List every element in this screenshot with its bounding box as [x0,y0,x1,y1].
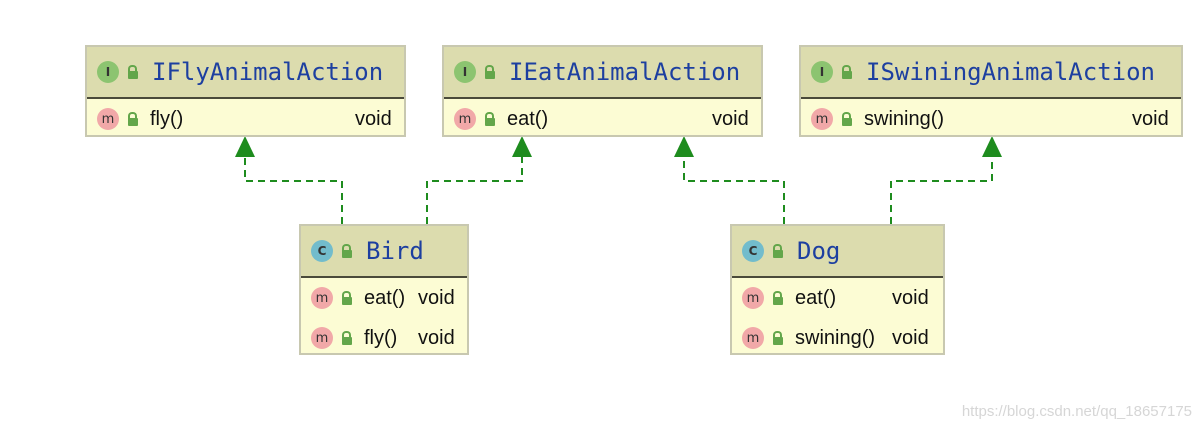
class-icon: C [311,240,333,262]
method-name: fly() [150,107,184,130]
bird-ieat-link [426,156,523,224]
interface-icon: I [454,61,476,83]
interface-icon: I [811,61,833,83]
public-lock-icon [840,112,852,126]
method-row[interactable]: m eat() void [301,278,467,318]
class-title: Dog [797,237,841,265]
class-title: Bird [366,237,424,265]
method-icon: m [742,327,764,349]
method-icon: m [311,327,333,349]
interface-icon: I [97,61,119,83]
arrowhead-ieat-bird [512,136,532,157]
method-icon: m [742,287,764,309]
method-row[interactable]: m fly() void [301,318,467,358]
method-icon: m [97,108,119,130]
method-name: eat() [364,286,406,309]
method-icon: m [811,108,833,130]
dog-ieat-link [683,156,785,224]
method-return-type: void [712,107,749,130]
method-row[interactable]: m eat() void [444,99,761,139]
public-lock-icon [340,244,352,258]
method-name: eat() [795,286,837,309]
arrowhead-ifly [235,136,255,157]
public-lock-icon [126,112,138,126]
method-return-type: void [1132,107,1169,130]
method-return-type: void [418,286,455,309]
interface-title: IEatAnimalAction [509,58,741,86]
public-lock-icon [340,291,352,305]
method-name: swining() [795,326,876,349]
interface-header: I IEatAnimalAction [444,47,761,99]
bird-ifly-link [244,156,343,224]
method-name: swining() [864,107,945,130]
method-icon: m [454,108,476,130]
arrowhead-ieat-dog [674,136,694,157]
dog-iswim-link [890,156,993,224]
interface-header: I ISwiningAnimalAction [801,47,1181,99]
public-lock-icon [483,65,495,79]
class-dog[interactable]: C Dog m eat() void m swining() void [730,224,945,355]
interface-iswining-animal-action[interactable]: I ISwiningAnimalAction m swining() void [799,45,1183,137]
interface-ieat-animal-action[interactable]: I IEatAnimalAction m eat() void [442,45,763,137]
method-return-type: void [892,326,929,349]
method-row[interactable]: m fly() void [87,99,404,139]
public-lock-icon [483,112,495,126]
method-name: eat() [507,107,549,130]
public-lock-icon [771,291,783,305]
public-lock-icon [340,331,352,345]
method-row[interactable]: m eat() void [732,278,943,318]
arrowhead-iswim [982,136,1002,157]
class-header: C Dog [732,226,943,278]
class-bird[interactable]: C Bird m eat() void m fly() void [299,224,469,355]
method-name: fly() [364,326,398,349]
method-return-type: void [892,286,929,309]
class-header: C Bird [301,226,467,278]
interface-title: IFlyAnimalAction [152,58,384,86]
public-lock-icon [126,65,138,79]
interface-title: ISwiningAnimalAction [866,58,1155,86]
interface-ifly-animal-action[interactable]: I IFlyAnimalAction m fly() void [85,45,406,137]
watermark-text: https://blog.csdn.net/qq_18657175 [961,403,1192,420]
public-lock-icon [771,331,783,345]
public-lock-icon [771,244,783,258]
class-icon: C [742,240,764,262]
interface-header: I IFlyAnimalAction [87,47,404,99]
method-row[interactable]: m swining() void [732,318,943,358]
method-return-type: void [418,326,455,349]
public-lock-icon [840,65,852,79]
method-return-type: void [355,107,392,130]
method-icon: m [311,287,333,309]
method-row[interactable]: m swining() void [801,99,1181,139]
